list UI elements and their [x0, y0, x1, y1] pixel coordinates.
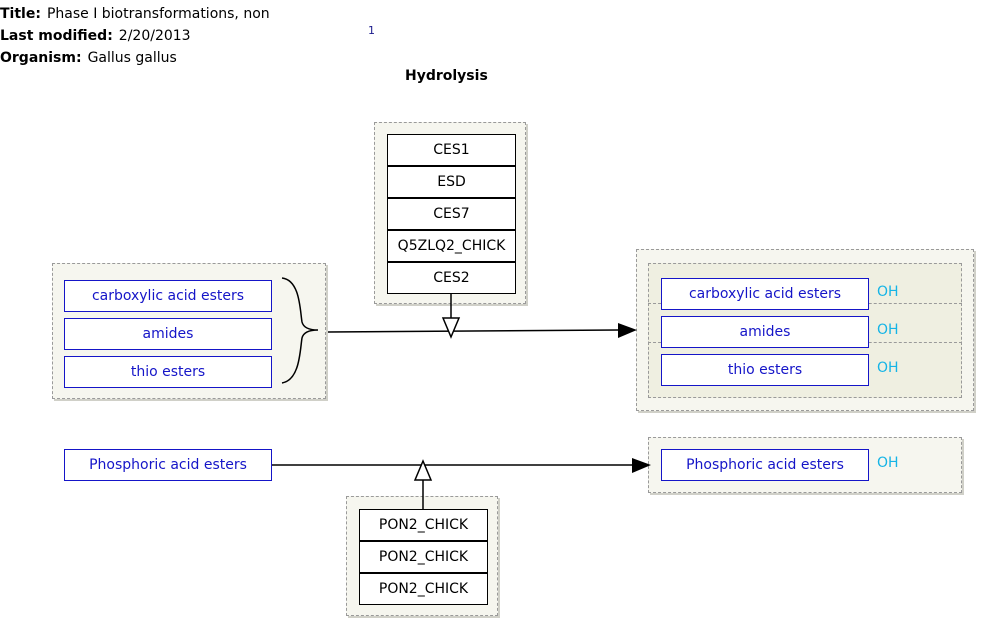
organism-value: Gallus gallus: [87, 50, 177, 66]
title-label: Title:: [0, 6, 41, 22]
hydrolysis-reaction-line: [327, 329, 619, 333]
title-value: Phase I biotransformations, non: [46, 6, 270, 22]
organism-label: Organism:: [0, 50, 82, 66]
title-row: Title: Phase I biotransformations, non: [0, 6, 270, 22]
phosphoric-catalysis-arrowhead: [413, 459, 433, 481]
gene-esd[interactable]: ESD: [387, 166, 516, 198]
footnote-marker[interactable]: 1: [368, 24, 375, 37]
diagram-title: Hydrolysis: [405, 68, 488, 84]
gene-pon2-chick[interactable]: PON2_CHICK: [359, 573, 488, 605]
substrate-amides[interactable]: amides: [64, 318, 272, 350]
organism-row: Organism: Gallus gallus: [0, 50, 177, 66]
phosphoric-reaction-arrowhead: [632, 458, 651, 473]
gene-pon2-chick[interactable]: PON2_CHICK: [359, 509, 488, 541]
substrate-carboxylic-acid-esters[interactable]: carboxylic acid esters: [64, 280, 272, 312]
product-amides[interactable]: amides: [661, 316, 869, 348]
last-modified-label: Last modified:: [0, 28, 113, 44]
gene-ces1[interactable]: CES1: [387, 134, 516, 166]
product-suffix-oh: OH: [877, 284, 899, 300]
hydrolysis-catalysis-arrowhead: [441, 317, 461, 339]
product-carboxylic-acid-esters[interactable]: carboxylic acid esters: [661, 278, 869, 310]
last-modified-row: Last modified: 2/20/2013: [0, 28, 191, 44]
gene-q5zlq2-chick[interactable]: Q5ZLQ2_CHICK: [387, 230, 516, 262]
product-suffix-oh: OH: [877, 455, 899, 471]
gene-ces7[interactable]: CES7: [387, 198, 516, 230]
substrate-brace: [281, 277, 319, 384]
hydrolysis-reaction-arrowhead: [618, 323, 637, 338]
last-modified-value: 2/20/2013: [118, 28, 191, 44]
substrate-thio-esters[interactable]: thio esters: [64, 356, 272, 388]
product-suffix-oh: OH: [877, 322, 899, 338]
product-thio-esters[interactable]: thio esters: [661, 354, 869, 386]
product-suffix-oh: OH: [877, 360, 899, 376]
product-phosphoric-acid-esters[interactable]: Phosphoric acid esters: [661, 449, 869, 481]
gene-ces2[interactable]: CES2: [387, 262, 516, 294]
gene-pon2-chick[interactable]: PON2_CHICK: [359, 541, 488, 573]
substrate-phosphoric-acid-esters[interactable]: Phosphoric acid esters: [64, 449, 272, 481]
